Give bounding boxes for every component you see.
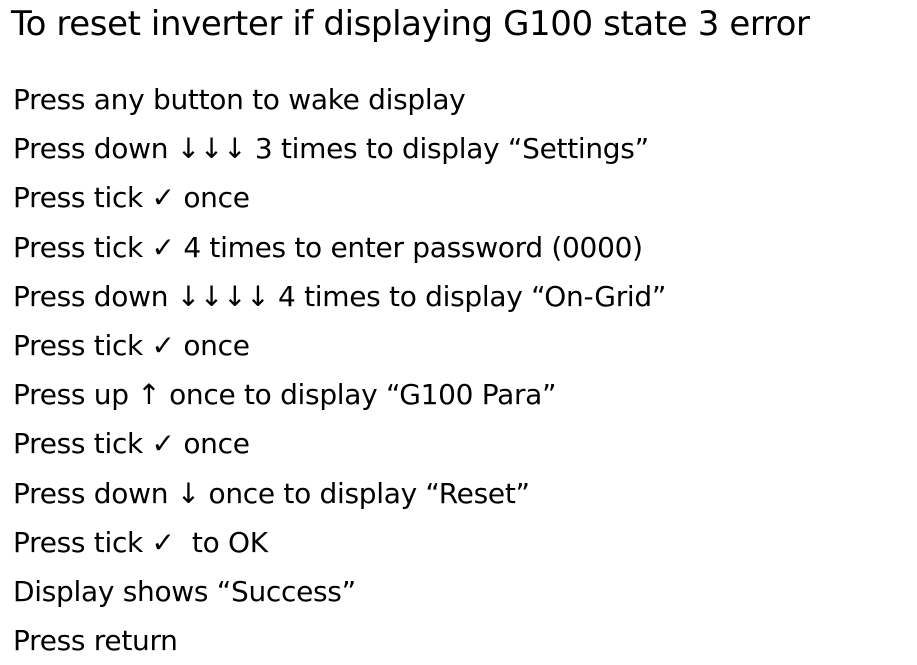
steps-list: Press any button to wake display Press d… <box>13 75 666 665</box>
step-1-wake-display: Press any button to wake display <box>13 83 466 116</box>
step-10-press-tick-ok: Press tick ✓ to OK <box>13 525 268 559</box>
step-9-press-down-reset: Press down ↓ once to display “Reset” <box>13 476 530 510</box>
step-12-press-return: Press return <box>13 624 178 658</box>
step-8-press-tick: Press tick ✓ once <box>13 427 250 461</box>
step-5-press-down-on-grid: Press down ↓↓↓↓ 4 times to display “On-G… <box>13 279 667 313</box>
page-title: To reset inverter if displaying G100 sta… <box>11 4 810 44</box>
step-3-press-tick: Press tick ✓ once <box>13 181 250 215</box>
step-2-press-down-settings: Press down ↓↓↓ 3 times to display “Setti… <box>13 132 649 166</box>
step-7-press-up-g100-para: Press up ↑ once to display “G100 Para” <box>13 378 557 412</box>
step-4-enter-password: Press tick ✓ 4 times to enter password (… <box>13 230 643 264</box>
step-11-display-success: Display shows “Success” <box>13 574 356 608</box>
step-6-press-tick: Press tick ✓ once <box>13 328 250 362</box>
